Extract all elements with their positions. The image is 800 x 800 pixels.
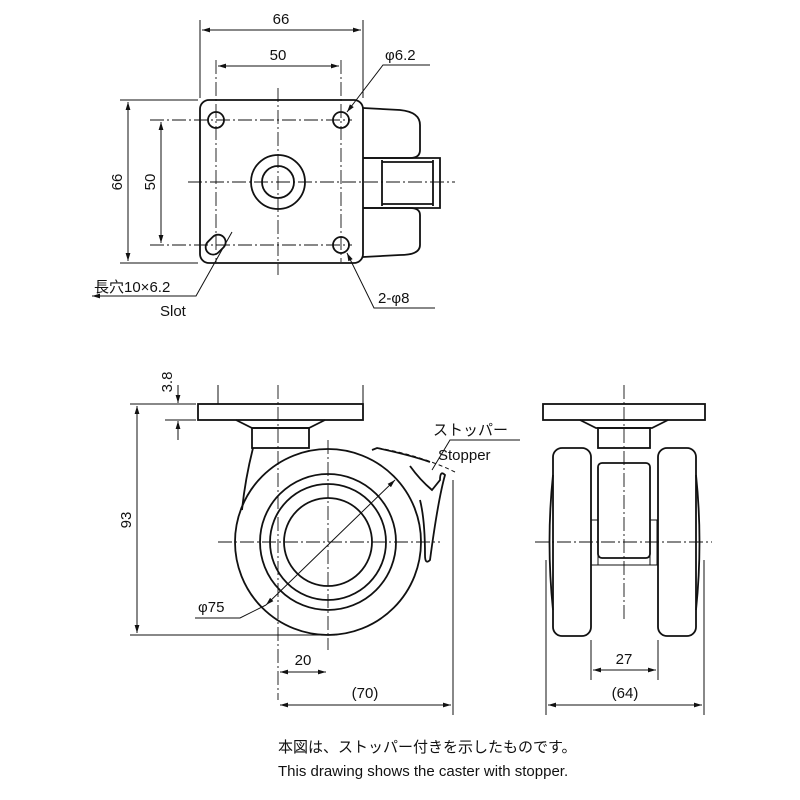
note-en: This drawing shows the caster with stopp… [278, 763, 568, 780]
dim-hole-dia: φ6.2 [385, 47, 416, 64]
mounting-plate [199, 99, 364, 264]
dim-bolt-holes: 2-φ8 [378, 290, 409, 307]
top-view: 66 50 66 50 φ6.2 長穴10×6.2 Slot 2-φ8 [92, 11, 455, 320]
dim-height: 66 [109, 174, 126, 191]
stopper [371, 447, 447, 563]
slot-label-en: Slot [160, 303, 187, 320]
dim-plate-thickness: 3.8 [159, 372, 176, 393]
dim-overall-length: (70) [352, 685, 379, 702]
side-plate [197, 403, 364, 421]
dim-hole-pitch-y: 50 [142, 174, 159, 191]
dim-offset: 20 [295, 652, 312, 669]
dim-hole-pitch-x: 50 [270, 47, 287, 64]
front-view: 27 (64) [535, 385, 712, 715]
dim-width: 66 [273, 11, 290, 28]
note-jp: 本図は、ストッパー付きを示したものです。 [278, 739, 577, 756]
dim-overall-width: (64) [612, 685, 639, 702]
slot-hole [204, 233, 227, 256]
dim-wheel-dia: φ75 [198, 599, 224, 616]
dim-overall-height: 93 [118, 512, 135, 529]
dim-wheel-gap: 27 [616, 651, 633, 668]
slot-label-jp: 長穴10×6.2 [94, 279, 170, 296]
stopper-label-en: Stopper [438, 447, 491, 464]
side-view: 93 3.8 φ75 ストッパー Stopper 20 (70) [118, 372, 520, 715]
stopper-label-jp: ストッパー [433, 422, 508, 439]
